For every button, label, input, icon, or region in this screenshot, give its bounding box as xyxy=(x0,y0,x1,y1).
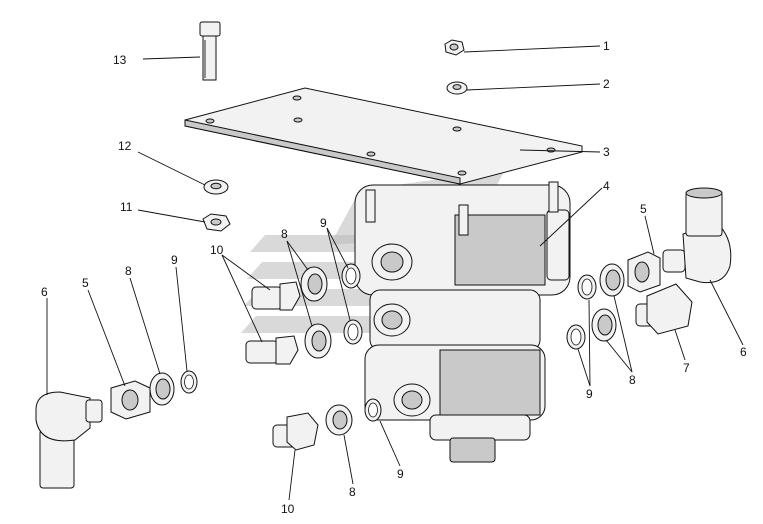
label-9-left: 9 xyxy=(171,253,178,267)
label-2: 2 xyxy=(603,77,610,91)
label-12: 12 xyxy=(118,139,132,153)
label-9-bottom: 9 xyxy=(397,467,404,481)
washer-12 xyxy=(203,179,229,195)
part-labels: 1 2 3 4 5 6 7 8 9 13 12 11 10 8 9 6 5 8 … xyxy=(41,39,747,516)
label-7: 7 xyxy=(683,361,690,375)
bolt-13 xyxy=(199,21,221,81)
nut-5-left xyxy=(110,380,151,420)
label-10-upper: 10 xyxy=(210,243,224,257)
ring-9-left xyxy=(180,370,198,394)
label-8-bottom: 8 xyxy=(349,485,356,499)
seal-8-right-upper xyxy=(599,263,625,297)
label-9-center: 9 xyxy=(320,216,327,230)
leader-lines xyxy=(46,45,744,501)
label-5-right: 5 xyxy=(640,202,647,216)
fitting-10-lower xyxy=(245,335,299,365)
seal-8-left xyxy=(149,372,175,406)
valve-body-4 xyxy=(354,181,571,463)
label-6-left: 6 xyxy=(41,285,48,299)
ring-9-right-lower xyxy=(566,324,586,350)
ring-9-lower xyxy=(343,319,363,345)
label-8-center: 8 xyxy=(281,227,288,241)
label-3: 3 xyxy=(603,145,610,159)
label-1: 1 xyxy=(603,39,610,53)
fitting-7 xyxy=(635,283,693,335)
nut-5-right xyxy=(627,251,661,293)
ring-9-bottom xyxy=(364,398,382,422)
label-4: 4 xyxy=(603,179,610,193)
washer-2 xyxy=(446,81,468,95)
nut-11 xyxy=(202,213,231,232)
label-8-left: 8 xyxy=(125,264,132,278)
label-8-right: 8 xyxy=(629,373,636,387)
elbow-6-left xyxy=(35,391,103,489)
label-11: 11 xyxy=(120,200,133,214)
ring-9-right-upper xyxy=(577,274,597,300)
label-5-left: 5 xyxy=(82,276,89,290)
elbow-6-right xyxy=(662,187,732,284)
label-9-right: 9 xyxy=(586,387,593,401)
seal-8-right-lower xyxy=(591,308,617,342)
label-10-bottom: 10 xyxy=(281,502,295,516)
fitting-10-upper xyxy=(251,281,301,311)
seal-8-lower xyxy=(304,323,332,359)
label-13: 13 xyxy=(113,53,127,67)
seal-8-upper xyxy=(300,266,328,302)
seal-8-bottom xyxy=(325,404,353,436)
fitting-10-bottom xyxy=(272,412,319,451)
ring-9-upper xyxy=(341,263,361,289)
mounting-plate-3 xyxy=(184,87,583,185)
label-6-right: 6 xyxy=(740,345,747,359)
nut-1 xyxy=(444,39,465,56)
